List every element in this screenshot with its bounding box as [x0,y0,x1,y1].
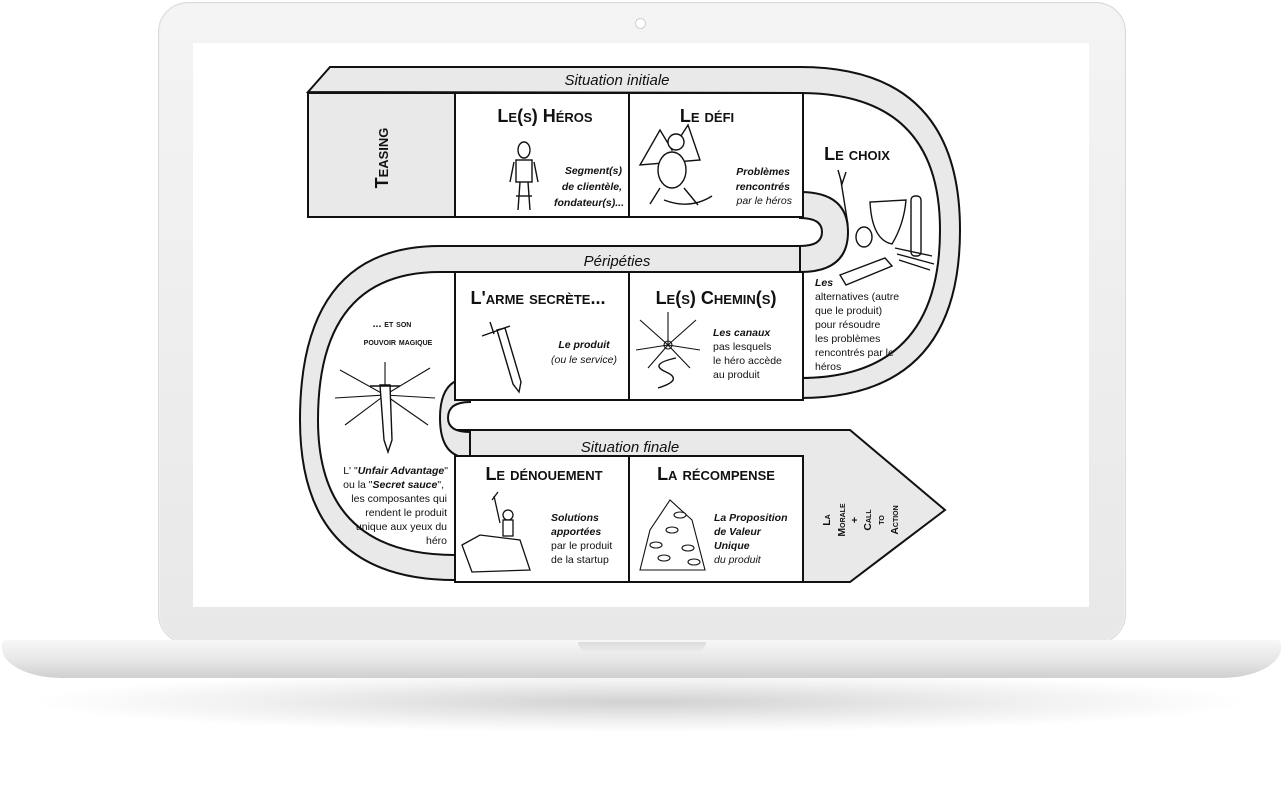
defi-line-2: rencontrés [736,181,790,193]
pouvoir-line-5: unique aux yeux du [356,521,447,533]
treasure-icon [639,499,706,571]
pouvoir-line-1: L' "Unfair Advantage" [343,465,448,477]
choix-line-5: les problèmes [815,333,880,345]
chemins-title: Le(s) Chemin(s) [656,288,777,308]
denouement-line-4: de la startup [551,554,609,566]
pouvoir-line-6: héro [426,535,447,547]
dragon-icon [638,123,713,206]
arme-title: L'arme secrète... [471,288,606,308]
morale-line-1: La [821,514,833,525]
pouvoir-title-2: pouvoir magique [364,336,433,348]
teasing-cell [307,92,456,218]
choix-line-7: héros [815,361,841,373]
recompense-line-4: du produit [714,554,762,566]
denouement-line-1: Solutions [551,512,599,524]
pouvoir-line-2: ou la "Secret sauce", [343,479,444,491]
morale-line-5: to [875,515,887,525]
defi-cell [628,92,804,218]
choix-line-6: rencontrés par le [815,347,894,359]
pouvoir-line-3: les composantes qui [351,493,447,505]
screen: Situation initiale Péripéties Situation … [193,43,1089,607]
choix-line-4: pour résoudre [815,319,881,331]
heros-line-3: fondateur(s)... [554,197,624,209]
teasing-label: Teasing [372,128,392,189]
heros-line-2: de clientèle, [562,181,622,193]
morale-line-3: + [849,517,861,523]
band-initial-label: Situation initiale [564,72,669,89]
choix-line-1: Les [815,277,833,289]
path-light-icon [635,312,701,389]
laptop-notch [578,642,706,652]
morale-line-6: Action [889,505,901,534]
morale-line-2: Morale [836,503,848,537]
knight-icon [509,141,539,211]
heros-cell [454,92,630,218]
defi-line-3: par le héros [736,195,793,207]
band-connector-top [799,190,850,274]
defi-title: Le défi [680,106,734,126]
knight-victory-icon [461,491,531,573]
band-finale-label: Situation finale [581,439,679,456]
defi-line-1: Problèmes [736,166,790,178]
recompense-line-2: de Valeur [714,526,762,538]
camera-icon [635,18,646,29]
recompense-line-1: La Proposition [714,512,788,524]
denouement-line-2: apportées [551,526,601,538]
storytelling-diagram: Situation initiale Péripéties Situation … [298,66,962,583]
choix-title: Le choix [824,144,890,164]
choix-line-2: alternatives (autre [815,291,899,303]
recompense-title: La récompense [657,464,775,484]
band-peripeties-label: Péripéties [584,253,651,270]
chemins-line-1: Les canaux [713,327,771,339]
heros-title: Le(s) Héros [497,106,592,126]
arme-line-1: Le produit [558,339,610,351]
chemins-line-3: le héro accède [713,355,782,367]
denouement-title: Le dénouement [485,464,602,484]
band-initial-shape [305,66,962,400]
denouement-line-3: par le produit [551,540,612,552]
chemins-line-4: au produit [713,369,760,381]
heros-line-1: Segment(s) [565,165,623,177]
choix-line-3: que le produit) [815,305,882,317]
pouvoir-title-1: ... et son [373,318,412,330]
sword-icon [481,321,522,394]
magic-sword-icon [334,362,436,455]
pouvoir-line-4: rendent le produit [365,507,447,519]
morale-label: La Morale + Call to Action [821,503,901,537]
morale-line-4: Call [862,509,874,531]
arme-line-2: (ou le service) [551,354,617,366]
recompense-line-3: Unique [714,540,750,552]
weapons-icon [837,169,935,286]
laptop-shadow [40,672,1240,732]
chemins-line-2: pas lesquels [713,341,771,353]
